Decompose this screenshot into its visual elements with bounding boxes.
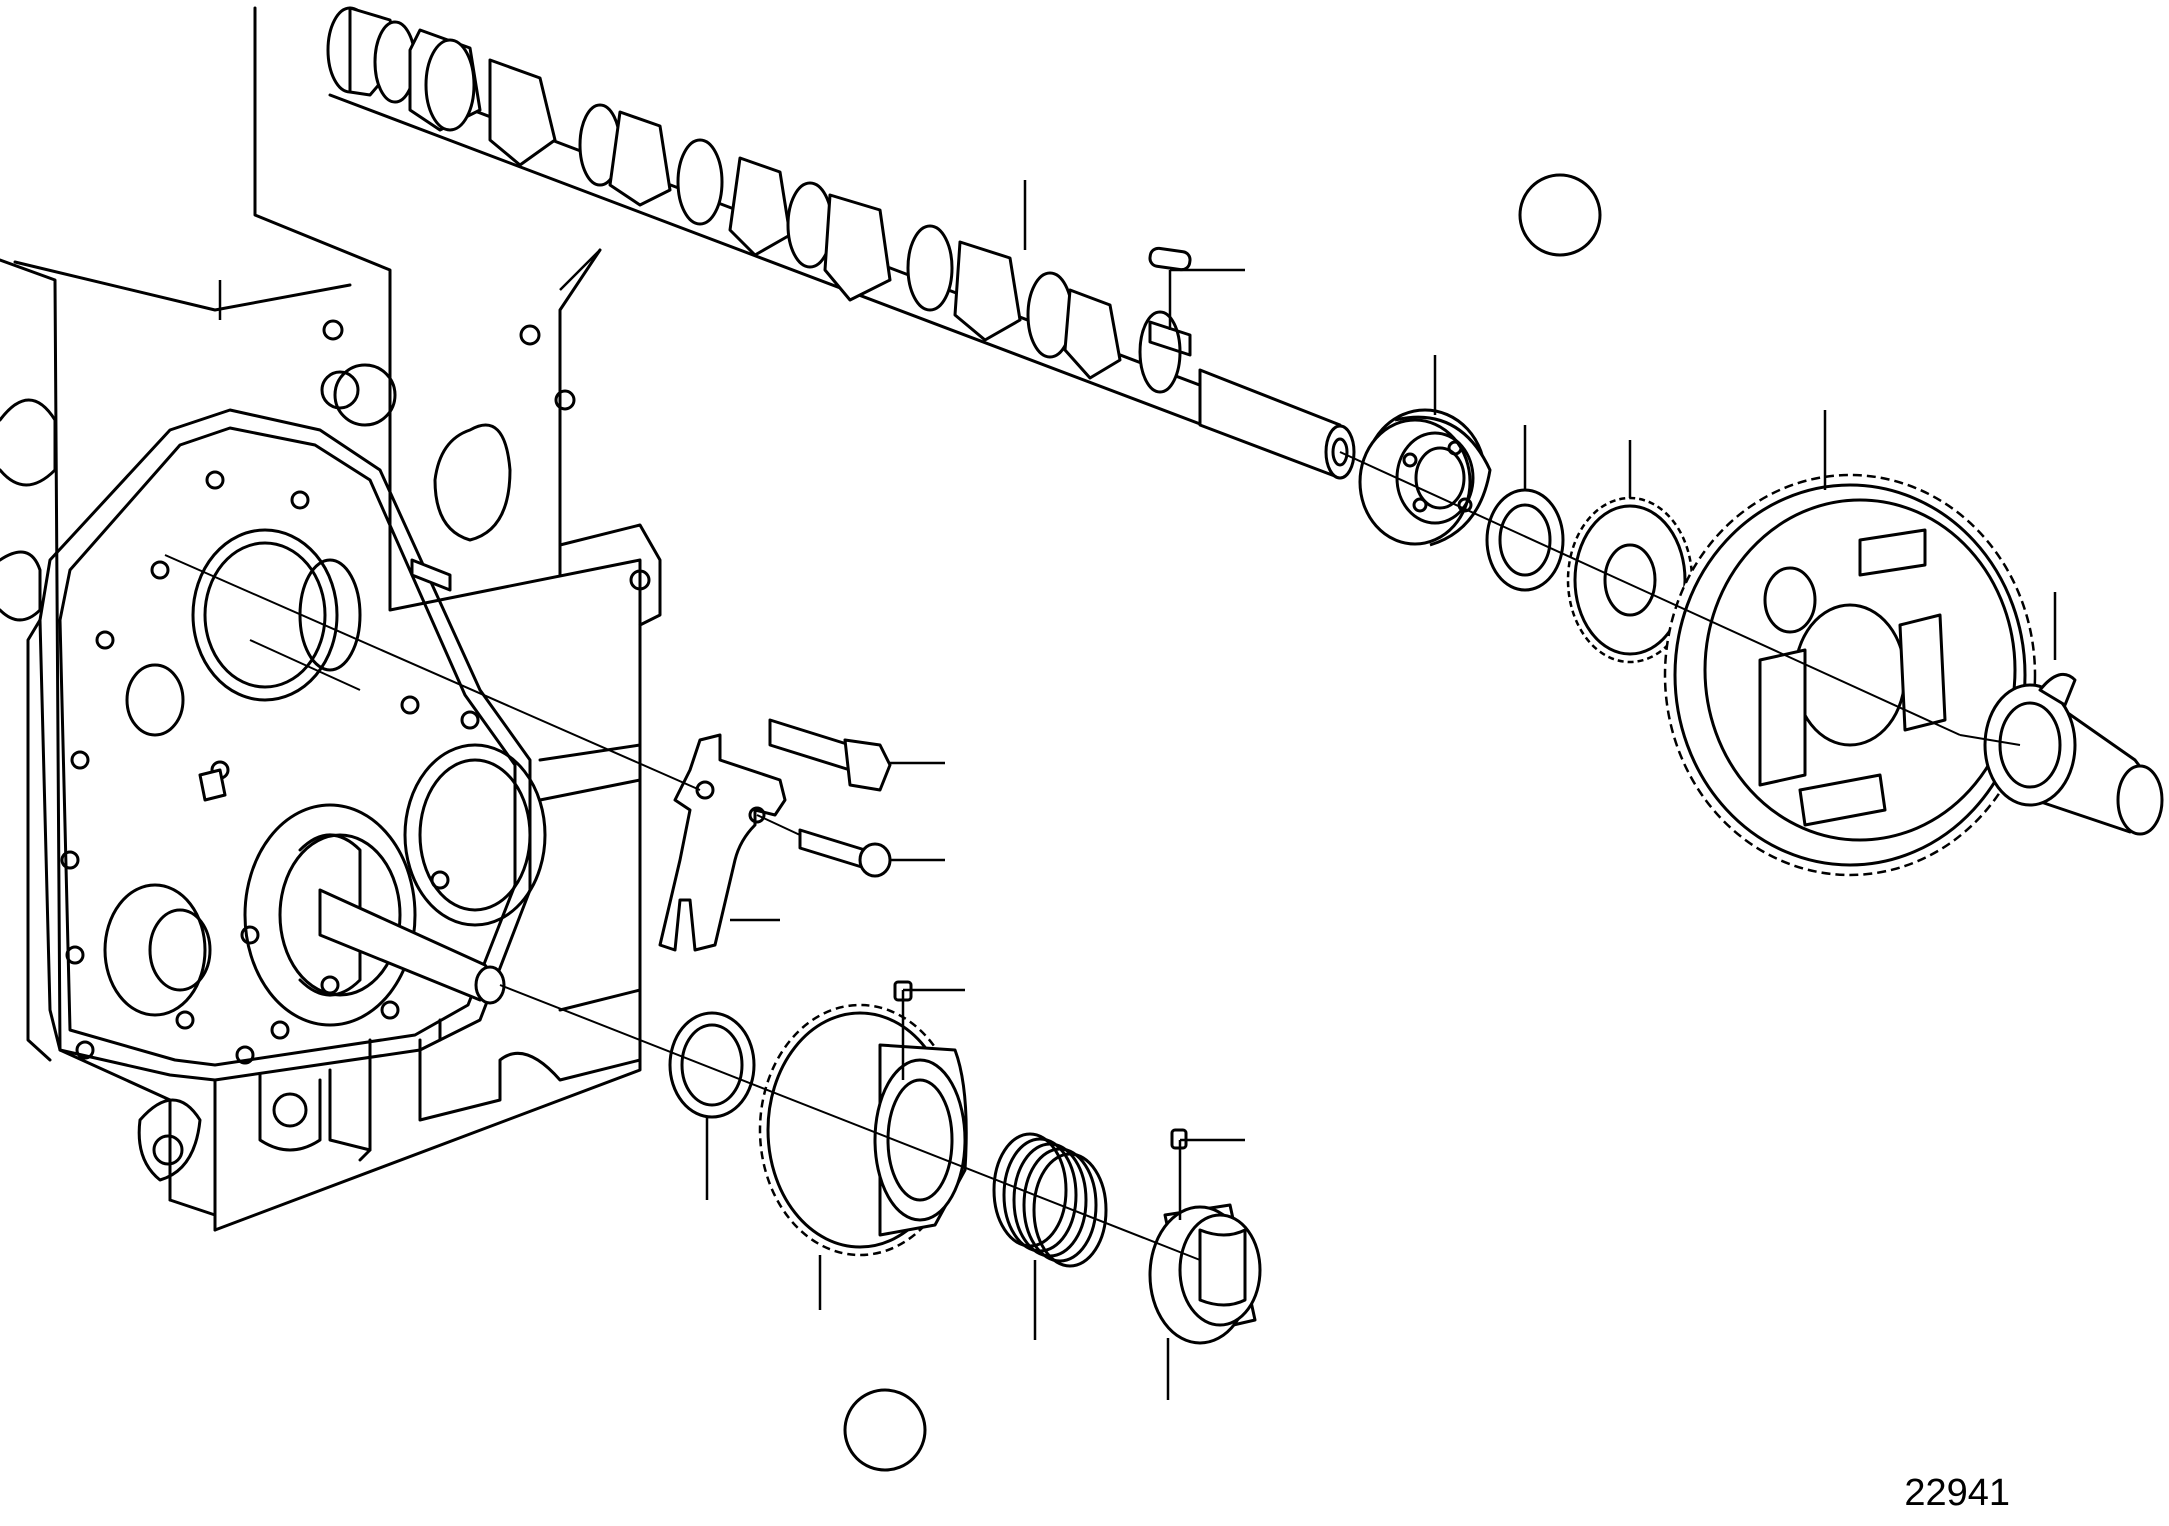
engine-block bbox=[0, 6, 662, 1232]
crank-seal-ring bbox=[668, 1011, 756, 1119]
large-idler-gear bbox=[1663, 473, 2037, 877]
socket-head-screw bbox=[798, 828, 892, 878]
ref-circle-lower-icon bbox=[843, 1388, 927, 1472]
lock-plate bbox=[658, 733, 787, 952]
idler-stub-shaft bbox=[1983, 672, 2164, 836]
hex-bolt bbox=[768, 718, 892, 792]
crankshaft-end bbox=[318, 888, 506, 1005]
assembly-axis-lines bbox=[164, 451, 2021, 1261]
camshaft bbox=[326, 6, 1356, 480]
spacer-ring bbox=[1485, 488, 1565, 592]
drawing-number: 22941 bbox=[1904, 1472, 2010, 1514]
ref-circle-upper-icon bbox=[1518, 173, 1602, 257]
spring bbox=[992, 1132, 1108, 1268]
woodruff-key bbox=[1148, 246, 1192, 272]
drive-sleeve bbox=[1148, 1128, 1262, 1345]
ball-bearing bbox=[1358, 408, 1492, 547]
stud-screw bbox=[410, 558, 452, 592]
leader-lines bbox=[218, 180, 2057, 1400]
crankshaft-gear bbox=[758, 980, 968, 1257]
